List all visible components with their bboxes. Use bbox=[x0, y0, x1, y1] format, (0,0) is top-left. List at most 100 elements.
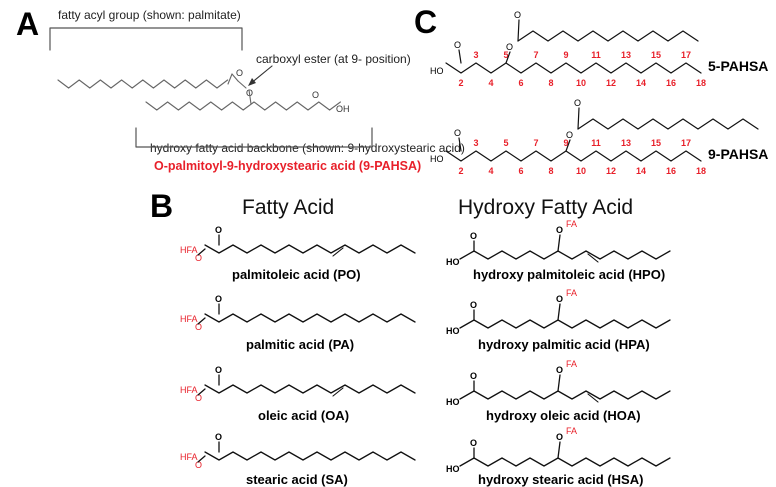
carbon-9-18: 18 bbox=[696, 166, 706, 176]
carbon-9-11: 11 bbox=[591, 138, 601, 148]
ester-o-0: O bbox=[195, 253, 202, 263]
hfa-link-2 bbox=[197, 388, 206, 396]
carbon-9-14: 14 bbox=[636, 166, 646, 176]
carbon-5-4: 4 bbox=[488, 78, 493, 88]
carboxyl-ester-annotation: carboxyl ester (at 9- position) bbox=[256, 52, 411, 66]
carbon-9-12: 12 bbox=[606, 166, 616, 176]
carbon-5-6: 6 bbox=[518, 78, 523, 88]
hfa-carbonyl-o-3: O bbox=[470, 438, 477, 448]
acid-oh: OH bbox=[336, 104, 350, 114]
carbon-9-17: 17 bbox=[681, 138, 691, 148]
ester-o-2: O bbox=[195, 393, 202, 403]
hfa-link-1 bbox=[197, 317, 206, 325]
carbon-5-15: 15 bbox=[651, 50, 661, 60]
hfa-carbonyl-o-0: O bbox=[470, 231, 477, 241]
carbon-5-14: 14 bbox=[636, 78, 646, 88]
acid-ho-3: HO bbox=[446, 464, 460, 474]
hfa-link-0 bbox=[197, 248, 206, 256]
ester-link bbox=[237, 80, 247, 89]
pahsa-acyl-carbonyl-9 bbox=[577, 107, 580, 130]
fatty-acid-chain-2 bbox=[204, 384, 416, 394]
carbon-5-13: 13 bbox=[621, 50, 631, 60]
compound-label-9-pahsa: 9-PAHSA bbox=[708, 146, 769, 162]
fatty-acid-chain-1 bbox=[204, 313, 416, 323]
pahsa-backbone-9 bbox=[445, 150, 702, 162]
ester-o-3: O bbox=[195, 460, 202, 470]
hydroxy-chain-3 bbox=[459, 457, 671, 467]
hydroxy-fatty-acid-label-hsa: hydroxy stearic acid (HSA) bbox=[478, 472, 644, 487]
pahsa-ho-9: HO bbox=[430, 154, 444, 164]
fa-tag-1: FA bbox=[566, 288, 577, 298]
fa-tag-3: FA bbox=[566, 426, 577, 436]
pahsa-acyl-o-9: O bbox=[574, 98, 581, 108]
cis-double-bond-2 bbox=[332, 387, 344, 397]
hydroxystearic-backbone bbox=[145, 101, 341, 111]
panel-b-structures: HFAOOHOOOFAHFAOOHOOOFAHFAOOHOOOFAHFAOOHO… bbox=[180, 219, 671, 474]
carbon-9-2: 2 bbox=[458, 166, 463, 176]
carbon-5-11: 11 bbox=[591, 50, 601, 60]
backbone-annotation: hydroxy fatty acid backbone (shown: 9-hy… bbox=[150, 141, 465, 155]
carbon-5-17: 17 bbox=[681, 50, 691, 60]
pahsa-acid-carbonyl-9 bbox=[458, 137, 462, 152]
acid-ho-1: HO bbox=[446, 326, 460, 336]
hfa-tag-0: HFA bbox=[180, 245, 198, 255]
carbon-5-18: 18 bbox=[696, 78, 706, 88]
carbon-9-10: 10 bbox=[576, 166, 586, 176]
pahsa-acid-o-9: O bbox=[454, 128, 461, 138]
pahsa-ester-bond-5 bbox=[505, 51, 511, 64]
compound-name-9-pahsa: O-palmitoyl-9-hydroxystearic acid (9-PAH… bbox=[154, 159, 422, 173]
ester-to-backbone bbox=[248, 89, 252, 105]
panel-label-a: A bbox=[16, 6, 40, 42]
hydroxy-bond-3 bbox=[557, 441, 561, 459]
panel-a-structure: OOOHO bbox=[49, 27, 373, 148]
pahsa-ester-bond-9 bbox=[565, 139, 571, 152]
carbon-9-4: 4 bbox=[488, 166, 493, 176]
pahsa-acid-o-5: O bbox=[454, 40, 461, 50]
hydroxy-bond-0 bbox=[557, 234, 561, 252]
hfa-link-3 bbox=[197, 455, 206, 463]
panel-label-c: C bbox=[414, 4, 438, 40]
carbon-5-16: 16 bbox=[666, 78, 676, 88]
panel-label-b: B bbox=[150, 188, 174, 224]
hydroxy-chain-2 bbox=[459, 390, 671, 400]
fatty-acyl-bracket bbox=[49, 27, 243, 51]
carbonyl-bond-b bbox=[231, 73, 239, 82]
pahsa-acyl-o-5: O bbox=[514, 10, 521, 20]
cis-double-bond-0 bbox=[332, 247, 344, 257]
hydroxy-chain-1 bbox=[459, 319, 671, 329]
hydroxy-chain-0 bbox=[459, 250, 671, 260]
carbon-9-15: 15 bbox=[651, 138, 661, 148]
hydroxy-fatty-acid-heading: Hydroxy Fatty Acid bbox=[458, 196, 634, 219]
fa-tag-2: FA bbox=[566, 359, 577, 369]
fa-carbonyl-o-2: O bbox=[215, 365, 222, 375]
hydroxy-fatty-acid-label-hpa: hydroxy palmitic acid (HPA) bbox=[478, 337, 650, 352]
carbon-5-2: 2 bbox=[458, 78, 463, 88]
carbon-5-5: 5 bbox=[503, 50, 508, 60]
hydroxy-fatty-acid-label-hoa: hydroxy oleic acid (HOA) bbox=[486, 408, 641, 423]
hydroxy-o-1: O bbox=[556, 294, 563, 304]
carbon-5-7: 7 bbox=[533, 50, 538, 60]
panel-c-structures: HOO23456789101112131415161718OOHOO234567… bbox=[430, 10, 759, 176]
fatty-acid-label-pa: palmitic acid (PA) bbox=[246, 337, 355, 352]
fa-tag-0: FA bbox=[566, 219, 577, 229]
pahsa-ester-o-5: O bbox=[506, 42, 513, 52]
hydroxy-fatty-acid-label-hpo: hydroxy palmitoleic acid (HPO) bbox=[473, 267, 666, 282]
hydroxy-bond-1 bbox=[557, 303, 561, 321]
fatty-acyl-annotation: fatty acyl group (shown: palmitate) bbox=[58, 8, 241, 22]
carbon-9-8: 8 bbox=[548, 166, 553, 176]
hfa-cis-double-bond-2 bbox=[587, 393, 599, 403]
fatty-acid-label-sa: stearic acid (SA) bbox=[246, 472, 348, 487]
carbon-9-3: 3 bbox=[473, 138, 478, 148]
fatty-acid-chain-3 bbox=[204, 451, 416, 461]
ester-arrowhead bbox=[248, 78, 256, 86]
acid-oxygen: O bbox=[312, 90, 319, 100]
pahsa-ester-o-9: O bbox=[566, 130, 573, 140]
fa-carbonyl-o-3: O bbox=[215, 432, 222, 442]
pahsa-acyl-carbonyl-5 bbox=[517, 19, 520, 42]
hfa-carbonyl-o-2: O bbox=[470, 371, 477, 381]
pahsa-palmitoyl-5 bbox=[517, 30, 699, 42]
ester-o-1: O bbox=[195, 322, 202, 332]
hydroxy-o-3: O bbox=[556, 432, 563, 442]
pahsa-ho-5: HO bbox=[430, 66, 444, 76]
